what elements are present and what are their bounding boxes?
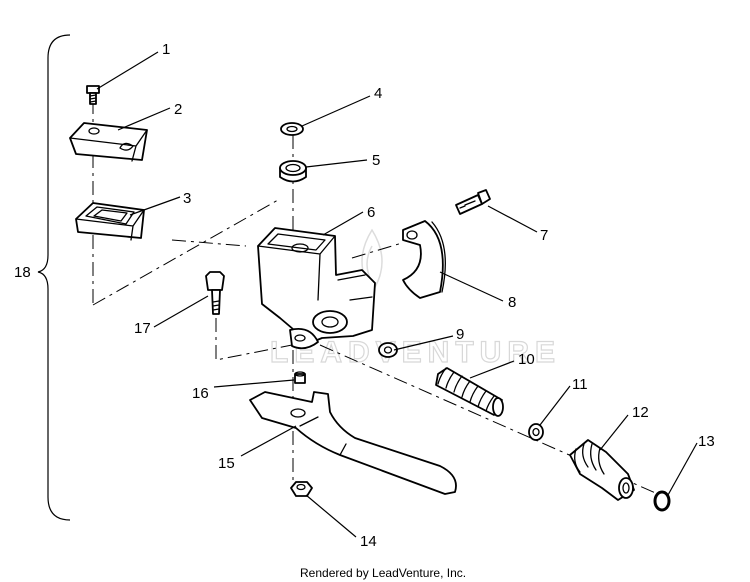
callout-numbers: 1 2 3 4 5 6 7 8 9 10 11 12 13 14 15 16 1… [14,41,715,550]
part-16-bushing [294,371,306,384]
callout-9: 9 [456,326,464,343]
part-12-piston [569,439,635,501]
part-6-master-cylinder-body [257,227,376,350]
callout-1: 1 [162,41,170,58]
callout-7: 7 [540,227,548,244]
part-4-washer [280,122,304,136]
part-14-nut [290,481,313,497]
part-10-spring [435,367,504,417]
footer-credit: Rendered by LeadVenture, Inc. [300,566,466,580]
callout-16: 16 [192,385,209,402]
callout-14: 14 [360,533,377,550]
part-17-pivot-bolt [205,271,225,315]
callout-18: 18 [14,264,31,281]
part-13-o-ring [653,490,671,512]
part-8-handlebar-clamp [402,220,446,299]
callout-8: 8 [508,294,516,311]
callout-12: 12 [632,404,649,421]
callout-15: 15 [218,455,235,472]
callout-13: 13 [698,433,715,450]
callout-leaders [96,51,698,538]
part-1-screw [86,85,100,105]
part-5-seal [279,160,307,183]
callout-17: 17 [134,320,151,337]
part-11-washer [528,423,544,441]
callout-3: 3 [183,190,191,207]
assembly-brace [37,34,71,521]
part-2-reservoir-cover [69,122,148,162]
callout-6: 6 [367,204,375,221]
callout-5: 5 [372,152,380,169]
part-15-brake-lever [249,391,457,495]
callout-4: 4 [374,85,382,102]
part-9-washer [378,342,398,358]
part-3-diaphragm [75,202,145,241]
callout-11: 11 [572,376,588,393]
callout-10: 10 [518,351,535,368]
part-7-bolt [455,189,491,215]
callout-2: 2 [174,101,182,118]
